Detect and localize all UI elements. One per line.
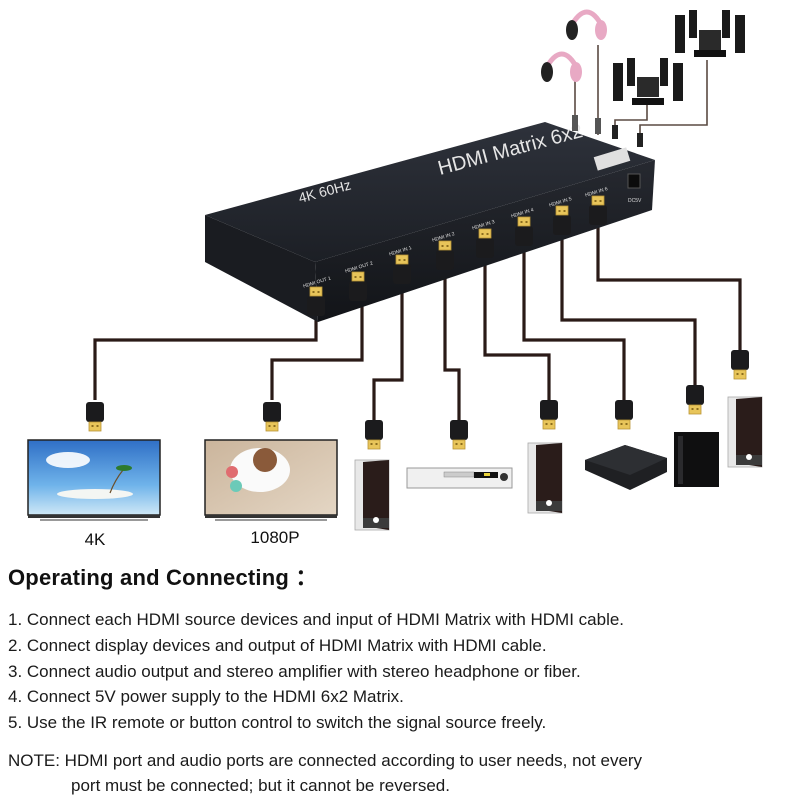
- hdmi-cables: [93, 205, 742, 420]
- hdmi-plug-icon: [552, 205, 572, 236]
- note: NOTE: HDMI port and audio ports are conn…: [8, 748, 642, 798]
- hdmi-plug-icon: [475, 228, 495, 259]
- pc-tower-icon: [727, 396, 763, 468]
- speaker-system-icon: [675, 10, 745, 57]
- tv-4k-icon: [27, 439, 161, 521]
- tv-1080p-icon: [204, 439, 338, 521]
- headphones-icon: [541, 51, 582, 82]
- hdmi-plug-icon: [306, 286, 326, 317]
- hdmi-plug-icon: [435, 240, 455, 271]
- instruction-step: 2. Connect display devices and output of…: [8, 635, 547, 655]
- dvd-player-icon: [406, 467, 513, 489]
- headphones-icon: [566, 9, 607, 40]
- display-label-1080p: 1080P: [250, 528, 300, 547]
- instruction-step: 1. Connect each HDMI source devices and …: [8, 610, 625, 629]
- hdmi-plug-icon: [392, 254, 412, 285]
- instruction-step: 3. Connect audio output and stereo ampli…: [8, 661, 581, 681]
- power-port-label: DC5V: [628, 198, 642, 204]
- hdmi-plug-icon: [514, 216, 534, 247]
- display-label-4k: 4K: [84, 530, 106, 549]
- dc-power-jack: [627, 173, 641, 189]
- hdmi-plug-icon: [348, 271, 368, 302]
- instruction-step: 4. Connect 5V power supply to the HDMI 6…: [8, 687, 404, 707]
- section-title: Operating and Connecting ：: [8, 565, 318, 590]
- hdmi-logo-icon: [593, 147, 631, 171]
- pc-tower-icon: [527, 442, 563, 514]
- set-top-box-icon: [585, 445, 667, 490]
- note-line: port must be connected; but it cannot be…: [71, 776, 450, 795]
- hdmi-plug-icon: [588, 195, 608, 226]
- pc-tower-icon: [354, 459, 390, 531]
- note-line: NOTE: HDMI port and audio ports are conn…: [8, 751, 643, 770]
- speaker-system-icon: [613, 58, 683, 105]
- instruction-steps: 1. Connect each HDMI source devices and …: [8, 607, 624, 736]
- instruction-step: 5. Use the IR remote or button control t…: [8, 713, 547, 733]
- game-console-icon: [674, 432, 719, 487]
- hdmi-matrix-device: HDMI Matrix 6x2 4K 60Hz DC5V: [205, 120, 655, 322]
